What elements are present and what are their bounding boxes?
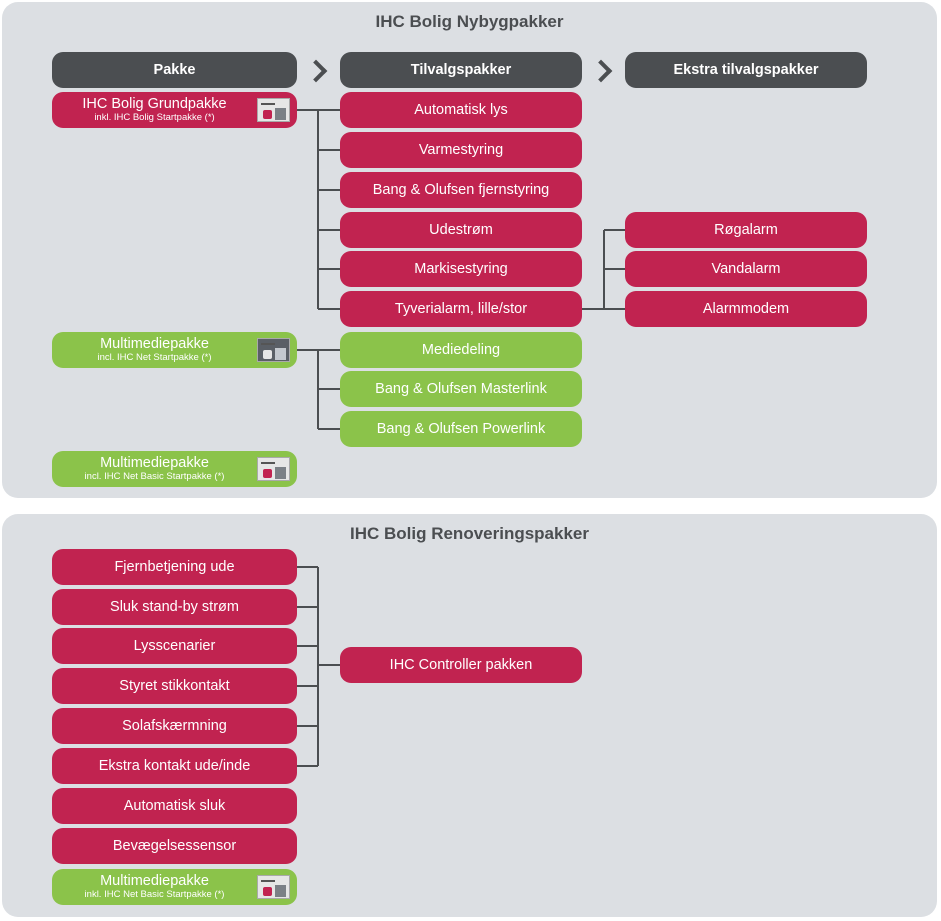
- package-name: Multimediepakke: [100, 872, 209, 889]
- package-thumbnail: [257, 338, 290, 362]
- renovation-multimedia-package: Multimediepakke inkl. IHC Net Basic Star…: [52, 869, 297, 905]
- renovation-item: Ekstra kontakt ude/inde: [52, 748, 297, 784]
- package-note: inkl. IHC Net Basic Startpakke (*): [84, 889, 225, 901]
- package-note: incl. IHC Net Startpakke (*): [97, 352, 212, 364]
- option-box: Automatisk lys: [340, 92, 582, 128]
- renovation-item: Lysscenarier: [52, 628, 297, 664]
- column-header-pakke: Pakke: [52, 52, 297, 88]
- column-header-ekstra: Ekstra tilvalgspakker: [625, 52, 867, 88]
- package-thumbnail: [257, 457, 290, 481]
- renovation-item: Automatisk sluk: [52, 788, 297, 824]
- package-grundpakke: IHC Bolig Grundpakke inkl. IHC Bolig Sta…: [52, 92, 297, 128]
- option-box: Markisestyring: [340, 251, 582, 287]
- panel-title: IHC Bolig Renoveringspakker: [349, 524, 589, 543]
- option-box: Udestrøm: [340, 212, 582, 248]
- option-box: Mediedeling: [340, 332, 582, 368]
- column-header-tilvalg: Tilvalgspakker: [340, 52, 582, 88]
- package-multimedia: Multimediepakke incl. IHC Net Startpakke…: [52, 332, 297, 368]
- package-name: Multimediepakke: [100, 335, 209, 352]
- package-name: Multimediepakke: [100, 454, 209, 471]
- package-note: incl. IHC Net Basic Startpakke (*): [84, 471, 225, 483]
- package-name: IHC Bolig Grundpakke: [82, 95, 227, 112]
- renovation-item: Sluk stand-by strøm: [52, 589, 297, 625]
- renovation-item: Styret stikkontakt: [52, 668, 297, 704]
- panel-title: IHC Bolig Nybygpakker: [375, 12, 564, 31]
- extra-option-box: Røgalarm: [625, 212, 867, 248]
- option-box: Varmestyring: [340, 132, 582, 168]
- renovation-item: Bevægelsessensor: [52, 828, 297, 864]
- package-thumbnail: [257, 98, 290, 122]
- renovation-item: Solafskærmning: [52, 708, 297, 744]
- option-box: Bang & Olufsen Masterlink: [340, 371, 582, 407]
- package-multimedia-basic: Multimediepakke incl. IHC Net Basic Star…: [52, 451, 297, 487]
- option-box: Tyverialarm, lille/stor: [340, 291, 582, 327]
- controller-package: IHC Controller pakken: [340, 647, 582, 683]
- package-note: inkl. IHC Bolig Startpakke (*): [94, 112, 215, 124]
- option-box: Bang & Olufsen Powerlink: [340, 411, 582, 447]
- option-box: Bang & Olufsen fjernstyring: [340, 172, 582, 208]
- extra-option-box: Vandalarm: [625, 251, 867, 287]
- extra-option-box: Alarmmodem: [625, 291, 867, 327]
- package-thumbnail: [257, 875, 290, 899]
- renovation-item: Fjernbetjening ude: [52, 549, 297, 585]
